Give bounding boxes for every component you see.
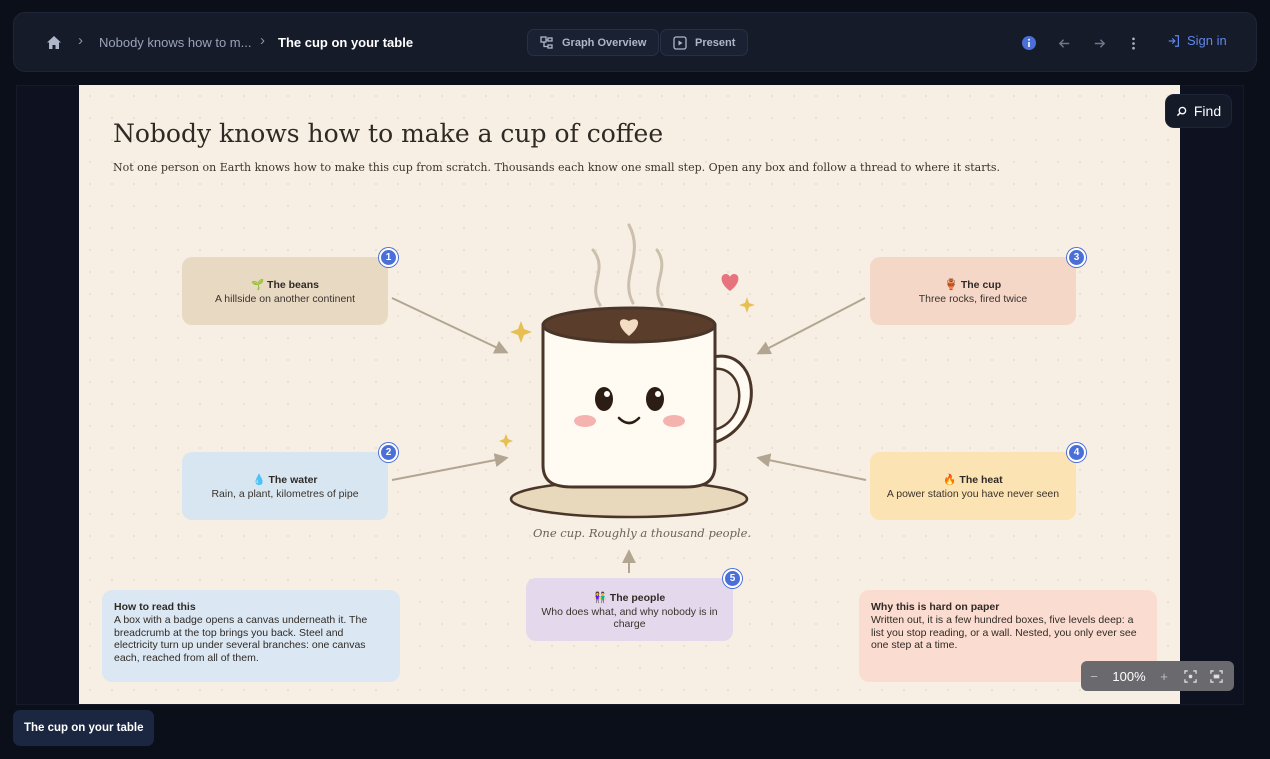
steam-icon	[591, 223, 664, 307]
node-badge[interactable]: 2	[379, 443, 398, 462]
node-title: The water	[268, 474, 318, 486]
current-page-chip[interactable]: The cup on your table	[13, 710, 155, 746]
cup-caption: One cup. Roughly a thousand people.	[533, 526, 752, 540]
node-badge[interactable]: 5	[723, 569, 742, 588]
chevron-right-icon: ›	[78, 32, 83, 49]
play-icon	[673, 35, 687, 50]
node-text: Three rocks, fired twice	[918, 293, 1028, 305]
node-title: The heat	[959, 474, 1003, 486]
node-text: Who does what, and why nobody is in char…	[541, 606, 718, 630]
find-button[interactable]: Find	[1165, 94, 1232, 128]
fit-view-icon[interactable]	[1177, 661, 1203, 691]
search-icon	[1176, 106, 1187, 116]
graph-overview-label: Graph Overview	[562, 36, 647, 49]
home-icon[interactable]	[44, 33, 64, 53]
sprout-icon: 🌱	[251, 279, 265, 291]
card-text: A box with a badge opens a canvas undern…	[114, 614, 368, 664]
node-heat[interactable]: 🔥 The heat A power station you have neve…	[870, 452, 1076, 520]
sign-in-button[interactable]: Sign in	[1167, 33, 1227, 48]
sign-in-label: Sign in	[1187, 33, 1227, 48]
info-icon[interactable]	[1019, 33, 1039, 53]
zoom-in-button[interactable]: +	[1160, 668, 1168, 684]
node-text: Rain, a plant, kilometres of pipe	[211, 488, 359, 500]
fullscreen-icon[interactable]	[1203, 661, 1229, 691]
canvas[interactable]: Nobody knows how to make a cup of coffee…	[79, 85, 1180, 704]
people-icon: 👫	[593, 592, 607, 604]
node-text: A hillside on another continent	[214, 293, 356, 305]
present-button[interactable]: Present	[660, 29, 749, 56]
node-title: The beans	[267, 279, 319, 291]
node-text: A power station you have never seen	[886, 488, 1060, 500]
node-people[interactable]: 👫 The people Who does what, and why nobo…	[526, 578, 733, 641]
breadcrumb-parent[interactable]: Nobody knows how to m...	[99, 35, 252, 50]
card-title: How to read this	[114, 601, 196, 613]
node-badge[interactable]: 3	[1067, 248, 1086, 267]
top-bar: › Nobody knows how to m... › The cup on …	[13, 12, 1257, 72]
card-title: Why this is hard on paper	[871, 601, 1000, 613]
vase-icon: 🏺	[944, 279, 958, 291]
find-label: Find	[1193, 103, 1222, 119]
back-arrow-icon[interactable]	[1054, 33, 1074, 53]
present-label: Present	[695, 36, 736, 49]
chevron-right-icon: ›	[260, 32, 265, 49]
zoom-level: 100%	[1112, 668, 1146, 684]
canvas-title: Nobody knows how to make a cup of coffee	[113, 119, 664, 148]
node-water[interactable]: 💧 The water Rain, a plant, kilometres of…	[182, 452, 388, 520]
forward-arrow-icon[interactable]	[1089, 33, 1109, 53]
node-title: The people	[609, 592, 666, 604]
canvas-subtitle: Not one person on Earth knows how to mak…	[113, 161, 1001, 174]
node-cup[interactable]: 🏺 The cup Three rocks, fired twice	[870, 257, 1076, 325]
sign-in-icon	[1168, 34, 1179, 47]
zoom-controls: − 100% +	[1081, 661, 1234, 691]
node-badge[interactable]: 4	[1067, 443, 1086, 462]
breadcrumb-current: The cup on your table	[278, 35, 414, 50]
card-text: Written out, it is a few hundred boxes, …	[871, 614, 1137, 652]
node-title: The cup	[960, 279, 1002, 291]
droplet-icon: 💧	[252, 474, 266, 486]
node-badge[interactable]: 1	[379, 248, 398, 267]
cup-illustration	[391, 223, 867, 573]
how-to-read-card: How to read this A box with a badge open…	[102, 590, 400, 682]
more-menu-icon[interactable]	[1123, 33, 1143, 53]
graph-icon	[540, 35, 553, 49]
fire-icon: 🔥	[943, 474, 957, 486]
zoom-out-button[interactable]: −	[1090, 668, 1098, 684]
graph-overview-button[interactable]: Graph Overview	[527, 29, 660, 56]
connector-arrows	[391, 297, 867, 573]
node-beans[interactable]: 🌱 The beans A hillside on another contin…	[182, 257, 388, 325]
